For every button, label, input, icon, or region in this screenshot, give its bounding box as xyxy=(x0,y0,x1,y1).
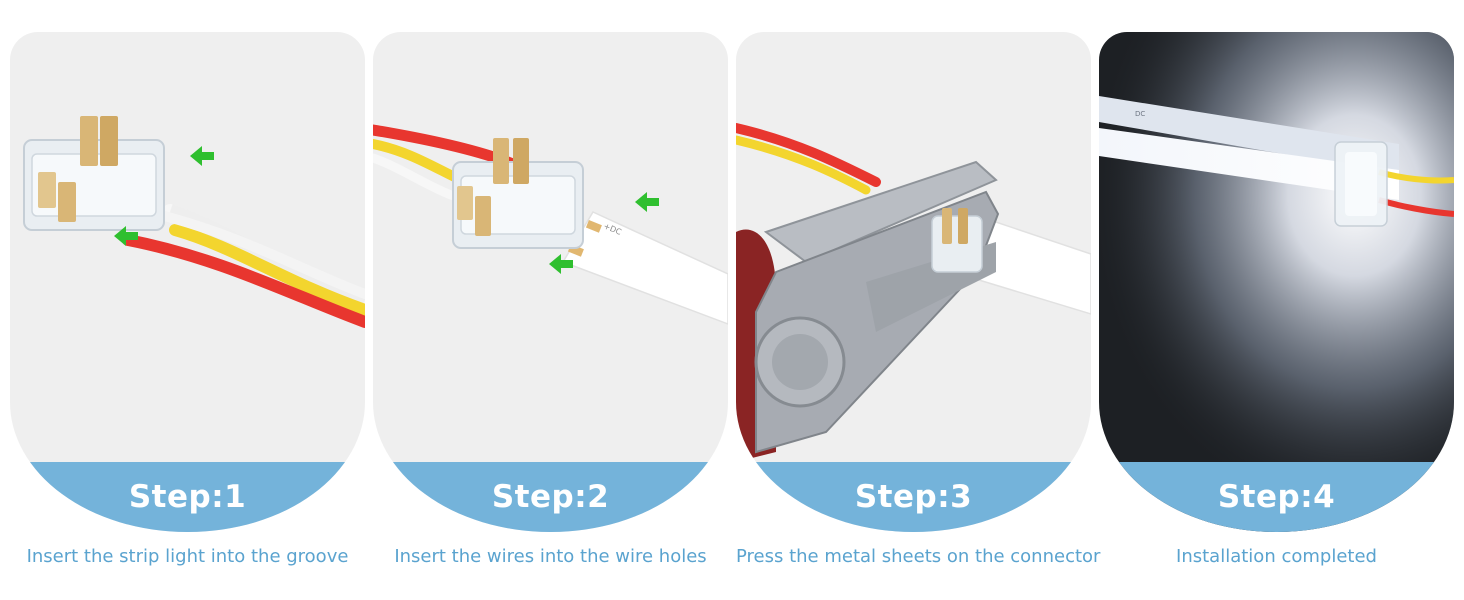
led-strip: +DC xyxy=(561,211,728,325)
connector xyxy=(931,208,983,273)
arrow-icon xyxy=(114,226,138,246)
connector xyxy=(23,116,165,231)
step-2-band: Step:2 xyxy=(373,462,728,532)
step-4-panel: DC Step:4 Installation completed xyxy=(1099,32,1454,567)
step-3-card: Step:3 xyxy=(736,32,1091,532)
step-2-title: Step:2 xyxy=(491,479,610,515)
led-strip: DC xyxy=(1099,96,1399,200)
connector xyxy=(452,138,584,249)
red-wire xyxy=(122,234,365,328)
step-2-caption: Insert the wires into the wire holes xyxy=(394,546,707,567)
step-1-band: Step:1 xyxy=(10,462,365,532)
step-3-title: Step:3 xyxy=(854,479,973,515)
pliers xyxy=(754,160,1000,454)
arrow-icon xyxy=(549,254,573,274)
step-4-card: DC Step:4 xyxy=(1099,32,1454,532)
step-2-card: +DC Step:2 xyxy=(373,32,728,532)
step-4-band: Step:4 xyxy=(1099,462,1454,532)
step-3-illustration xyxy=(736,123,1091,462)
step-4-illustration: DC xyxy=(1099,32,1454,462)
yellow-wire xyxy=(169,224,365,316)
step-1-panel: Step:1 Insert the strip light into the g… xyxy=(10,32,365,567)
step-3-panel: Step:3 Press the metal sheets on the con… xyxy=(736,32,1101,567)
step-3-caption: Press the metal sheets on the connector xyxy=(736,546,1101,567)
step-1-card: Step:1 xyxy=(10,32,365,532)
arrow-icon xyxy=(190,146,214,166)
yellow-wire xyxy=(736,135,871,195)
step-1-illustration xyxy=(23,116,365,328)
step-4-caption: Installation completed xyxy=(1176,546,1377,567)
step-2-illustration: +DC xyxy=(373,124,728,325)
step-3-band: Step:3 xyxy=(736,462,1091,532)
connector xyxy=(1334,141,1388,227)
red-wire xyxy=(736,123,881,187)
step-2-panel: +DC Step:2 Insert the wires into the wi xyxy=(373,32,728,567)
step-1-title: Step:1 xyxy=(128,479,247,515)
svg-text:DC: DC xyxy=(1135,110,1145,118)
step-1-caption: Insert the strip light into the groove xyxy=(26,546,349,567)
step-4-title: Step:4 xyxy=(1217,479,1336,515)
arrow-icon xyxy=(635,192,659,212)
